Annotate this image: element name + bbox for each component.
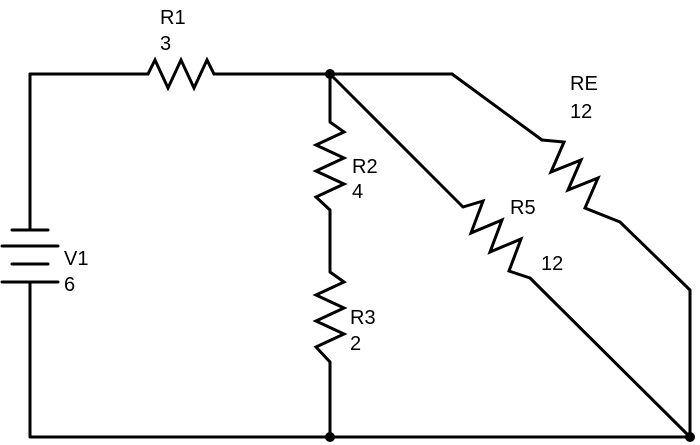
resistor-r1 <box>132 56 224 92</box>
wire-left-bottom <box>28 280 692 439</box>
r3-value-label: 2 <box>350 333 361 355</box>
r2-value-label: 4 <box>352 181 363 203</box>
wire-r5-upper <box>328 72 465 209</box>
re-value-label: 12 <box>570 101 592 123</box>
r3-name-label: R3 <box>350 307 376 329</box>
resistor-r3 <box>312 270 348 364</box>
resistor-re <box>541 138 621 224</box>
wire-r5-lower <box>528 276 692 439</box>
battery-v1 <box>0 228 60 284</box>
wire-re-lower <box>618 220 692 439</box>
junction-top-node <box>325 69 335 79</box>
wires <box>28 72 692 439</box>
junction-bottom-right-node <box>685 432 695 442</box>
r2-name-label: R2 <box>352 156 378 178</box>
r1-value-label: 3 <box>160 33 171 55</box>
v1-value-label: 6 <box>64 274 75 296</box>
component-labels: R1 3 R2 4 R3 2 R5 12 RE 12 V1 6 <box>64 7 598 355</box>
wire-re-upper <box>450 72 544 142</box>
re-name-label: RE <box>570 73 598 95</box>
r5-name-label: R5 <box>510 197 536 219</box>
junction-bottom-mid-node <box>325 432 335 442</box>
junction-nodes <box>325 69 695 442</box>
v1-name-label: V1 <box>64 248 88 270</box>
resistor-r2 <box>312 120 348 212</box>
resistor-r5 <box>462 198 531 280</box>
r1-name-label: R1 <box>160 7 186 29</box>
r5-value-label: 12 <box>541 253 563 275</box>
